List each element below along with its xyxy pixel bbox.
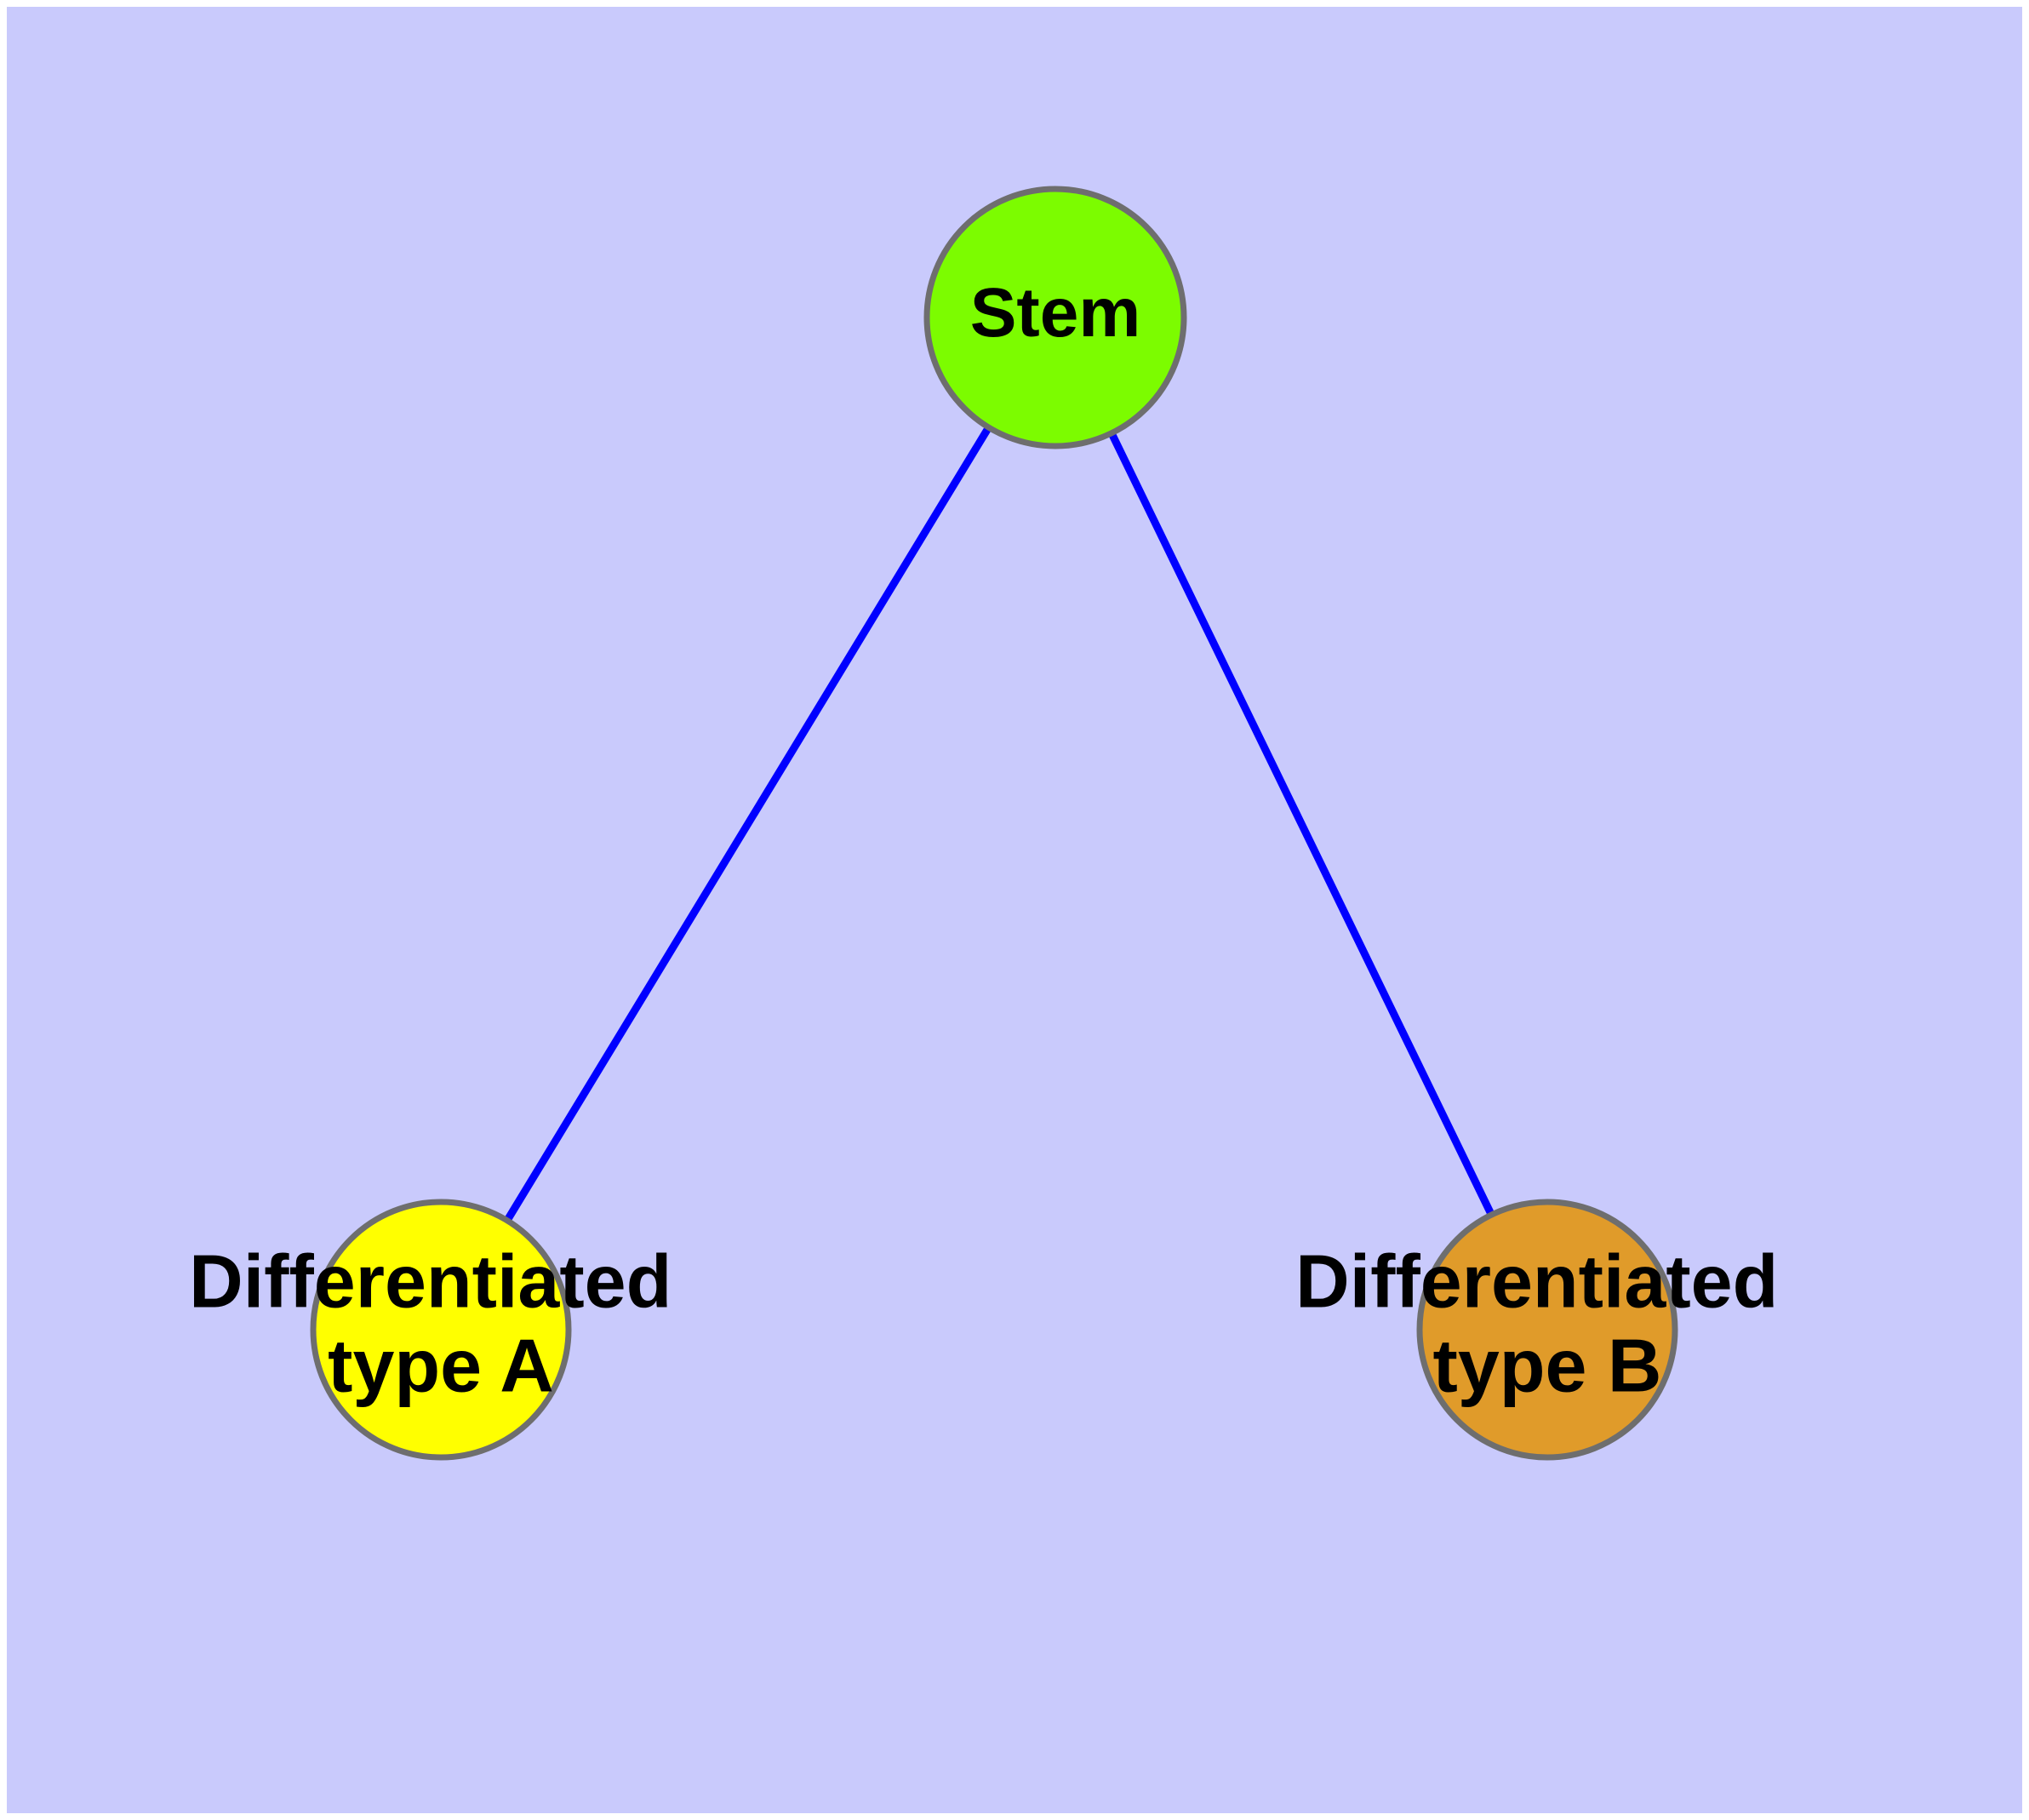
node-diff-b-label: Differentiated type B [1295, 1239, 1799, 1408]
node-stem[interactable]: Stem [923, 186, 1187, 449]
node-diff-a-label-line-1: Differentiated [189, 1239, 672, 1324]
edge-stem-to-diff-a[interactable] [437, 315, 1059, 1332]
node-stem-circle[interactable] [923, 186, 1187, 449]
node-diff-a-label: Differentiated type A [189, 1239, 693, 1408]
diagram-canvas: Stem Differentiated type A Differentiate… [7, 7, 2022, 1813]
node-diff-a-circle[interactable] [310, 1199, 572, 1461]
edge-stem-to-diff-b[interactable] [1051, 316, 1552, 1331]
node-diff-b-label-line-2: type B [1433, 1324, 1662, 1408]
node-stem-label-line-1: Stem [970, 274, 1141, 352]
node-diff-b-circle[interactable] [1416, 1199, 1678, 1461]
node-diff-a[interactable]: Differentiated type A [189, 1199, 693, 1461]
node-diff-b-label-line-1: Differentiated [1295, 1239, 1778, 1324]
node-diff-a-label-line-2: type A [328, 1324, 554, 1408]
node-stem-label: Stem [970, 274, 1141, 352]
node-diff-b[interactable]: Differentiated type B [1295, 1199, 1799, 1461]
edge-layer [437, 315, 1552, 1332]
node-layer: Stem Differentiated type A Differentiate… [189, 186, 1799, 1461]
cell-differentiation-graph: Stem Differentiated type A Differentiate… [189, 186, 1799, 1461]
